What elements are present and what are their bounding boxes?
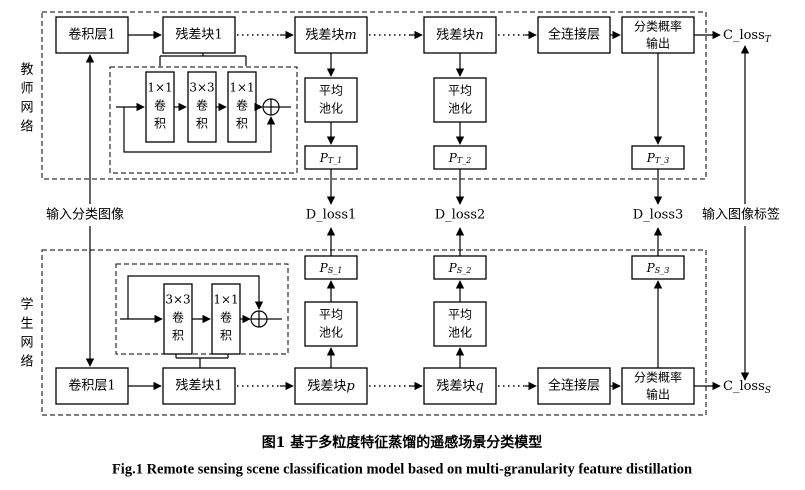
svg-text:PS_1: PS_1	[319, 261, 343, 276]
svg-text:池化: 池化	[319, 326, 343, 340]
teacher-residual-block-1: 残差块1	[162, 16, 236, 54]
student-detail-conv-1x1: 1×1 卷 积	[211, 283, 241, 355]
student-network-region	[41, 249, 707, 416]
svg-text:3×3: 3×3	[165, 293, 190, 307]
svg-text:残差块n: 残差块n	[436, 28, 483, 43]
svg-text:残差块m: 残差块m	[305, 28, 356, 43]
svg-text:PT_2: PT_2	[448, 151, 472, 166]
svg-text:平均: 平均	[448, 308, 472, 322]
input-image-label: 输入分类图像	[46, 207, 124, 223]
teacher-detail-conv-1x1-b: 1×1 卷 积	[227, 71, 257, 143]
svg-text:残差块q: 残差块q	[436, 379, 483, 394]
teacher-conv-layer: 卷积层1	[55, 16, 129, 54]
svg-text:平均: 平均	[448, 84, 472, 98]
svg-text:积: 积	[236, 117, 248, 131]
svg-text:学: 学	[20, 297, 33, 313]
svg-text:卷: 卷	[196, 98, 208, 113]
svg-text:残差块p: 残差块p	[307, 379, 355, 394]
svg-text:PS_2: PS_2	[448, 261, 472, 276]
teacher-detail-conv-3x3: 3×3 卷 积	[187, 71, 217, 143]
caption-english: Fig.1 Remote sensing scene classificatio…	[112, 461, 692, 477]
svg-text:卷: 卷	[172, 310, 184, 325]
teacher-fully-connected-layer: 全连接层	[537, 16, 611, 54]
svg-text:池化: 池化	[448, 326, 472, 340]
svg-text:PT_1: PT_1	[319, 151, 343, 166]
teacher-avg-pool-2: 平均 池化	[433, 77, 487, 123]
teacher-classification-loss: C_lossT	[723, 28, 772, 45]
distillation-loss-1: D_loss1	[306, 208, 357, 223]
svg-text:积: 积	[172, 329, 184, 343]
teacher-detail-add-node	[262, 98, 280, 116]
svg-text:1×1: 1×1	[147, 81, 172, 95]
svg-text:3×3: 3×3	[189, 81, 214, 95]
svg-text:卷: 卷	[220, 310, 232, 325]
caption-chinese: 图1 基于多粒度特征蒸馏的遥感场景分类模型	[262, 434, 543, 451]
teacher-residual-block-n: 残差块n	[423, 16, 497, 54]
teacher-network-label: 教 师 网 络	[20, 62, 33, 135]
teacher-avg-pool-1: 平均 池化	[304, 77, 358, 123]
student-network-label: 学 生 网 络	[20, 297, 33, 370]
student-detail-conv-3x3: 3×3 卷 积	[163, 283, 193, 355]
svg-text:卷积层1: 卷积层1	[68, 378, 115, 394]
svg-text:输出: 输出	[646, 36, 670, 51]
svg-text:分类概率: 分类概率	[634, 19, 682, 34]
svg-text:残差块1: 残差块1	[175, 379, 222, 394]
student-residual-detail-region	[115, 263, 289, 355]
svg-text:积: 积	[220, 329, 232, 343]
svg-text:网: 网	[20, 101, 33, 116]
student-avg-pool-1: 平均 池化	[304, 301, 358, 347]
teacher-network-region	[41, 11, 707, 180]
student-classification-loss: C_lossS	[723, 379, 771, 396]
teacher-class-probability-output: 分类概率 输出	[621, 16, 695, 54]
distillation-loss-3: D_loss3	[633, 208, 684, 223]
svg-text:积: 积	[154, 117, 166, 131]
svg-text:教: 教	[20, 62, 33, 78]
student-class-probability-output: 分类概率 输出	[621, 367, 695, 405]
student-fully-connected-layer: 全连接层	[537, 367, 611, 405]
student-residual-block-q: 残差块q	[423, 367, 497, 405]
student-avg-pool-2: 平均 池化	[433, 301, 487, 347]
teacher-residual-block-m: 残差块m	[294, 16, 368, 54]
student-prob-s2: PS_2	[433, 255, 487, 280]
svg-text:1×1: 1×1	[229, 81, 254, 95]
student-residual-block-1: 残差块1	[162, 367, 236, 405]
svg-text:输出: 输出	[646, 387, 670, 402]
svg-text:PT_3: PT_3	[646, 151, 670, 166]
teacher-detail-conv-1x1-a: 1×1 卷 积	[145, 71, 175, 143]
svg-text:全连接层: 全连接层	[548, 27, 600, 43]
teacher-prob-t2: PT_2	[433, 145, 487, 170]
student-prob-s3: PS_3	[631, 255, 685, 280]
svg-text:积: 积	[196, 117, 208, 131]
teacher-residual-detail-region	[109, 66, 298, 174]
svg-text:平均: 平均	[319, 308, 343, 322]
svg-text:池化: 池化	[448, 102, 472, 116]
student-prob-s1: PS_1	[304, 255, 358, 280]
svg-text:分类概率: 分类概率	[634, 370, 682, 385]
svg-text:生: 生	[20, 317, 33, 332]
student-conv-layer: 卷积层1	[55, 367, 129, 405]
svg-text:卷: 卷	[154, 98, 166, 113]
student-residual-block-p: 残差块p	[294, 367, 368, 405]
svg-text:池化: 池化	[319, 102, 343, 116]
svg-text:1×1: 1×1	[213, 293, 238, 307]
svg-text:PS_3: PS_3	[646, 261, 670, 276]
input-label-text: 输入图像标签	[702, 207, 780, 223]
svg-text:卷: 卷	[236, 98, 248, 113]
svg-text:网: 网	[20, 336, 33, 351]
teacher-prob-t1: PT_1	[304, 145, 358, 170]
distillation-loss-2: D_loss2	[435, 208, 486, 223]
svg-text:卷积层1: 卷积层1	[68, 27, 115, 43]
teacher-prob-t3: PT_3	[631, 145, 685, 170]
svg-text:络: 络	[20, 119, 33, 135]
student-detail-add-node	[250, 310, 268, 328]
svg-text:平均: 平均	[319, 84, 343, 98]
svg-text:师: 师	[20, 82, 33, 97]
svg-text:络: 络	[20, 354, 33, 370]
svg-text:全连接层: 全连接层	[548, 378, 600, 394]
svg-text:残差块1: 残差块1	[175, 28, 222, 43]
